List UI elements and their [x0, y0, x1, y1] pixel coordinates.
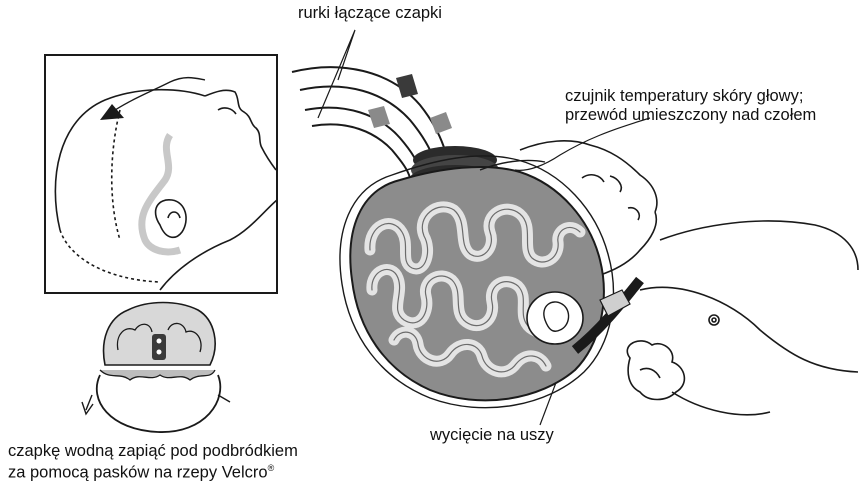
- registered-mark: ®: [268, 463, 275, 473]
- label-sensor-line1: czujnik temperatury skóry głowy;: [565, 87, 816, 106]
- tube-band-gray-2: [430, 112, 452, 134]
- label-sensor-line2: przewód umieszczony nad czołem: [565, 106, 816, 125]
- face-eye: [582, 175, 604, 182]
- cap-top-view: [82, 303, 230, 433]
- ear-cutout: [527, 292, 583, 344]
- inset-frame: [45, 55, 277, 293]
- label-velcro-strap: czapkę wodną zapiąć pod podbródkiem za p…: [8, 443, 298, 482]
- infant-hand: [627, 341, 684, 400]
- label-strap-line1: czapkę wodną zapiąć pod podbródkiem: [8, 443, 298, 460]
- label-ear-cutout: wycięcie na uszy: [430, 426, 554, 445]
- face-nose: [610, 176, 621, 192]
- label-strap-line2: za pomocą pasków na rzepy Velcro®: [8, 460, 298, 482]
- inset-side-view: [45, 55, 277, 293]
- navel: [709, 315, 719, 325]
- cooling-cap-main: [340, 156, 640, 408]
- face-mouth: [628, 208, 639, 220]
- label-scalp-temperature-sensor: czujnik temperatury skóry głowy; przewód…: [565, 87, 816, 125]
- label-strap-line2-text: za pomocą pasków na rzepy Velcro: [8, 464, 268, 482]
- cap-top-connector: [152, 334, 166, 360]
- label-connecting-tubes: rurki łączące czapki: [298, 4, 442, 23]
- cap-strap-loop: [97, 375, 221, 432]
